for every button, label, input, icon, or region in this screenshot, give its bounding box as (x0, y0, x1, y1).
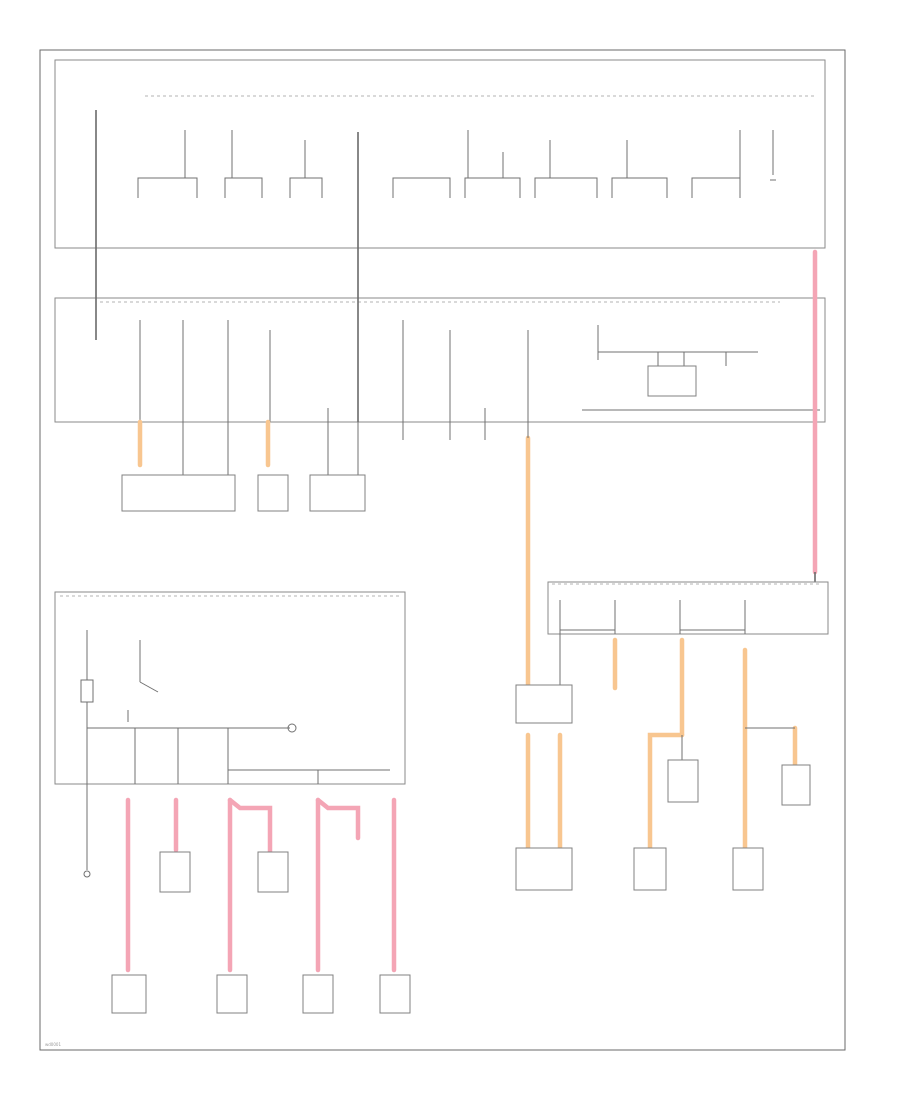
middle-fuse-block (54, 248, 826, 423)
diagram-border (39, 49, 846, 1051)
diagram-id: wd0001 (45, 1042, 61, 1047)
top-fuse-block (54, 59, 826, 249)
lower-left-outputs (83, 784, 411, 1014)
lower-left-relay-box (54, 591, 406, 785)
middle-block-outputs (121, 419, 563, 851)
right-distribution-box (515, 581, 829, 891)
